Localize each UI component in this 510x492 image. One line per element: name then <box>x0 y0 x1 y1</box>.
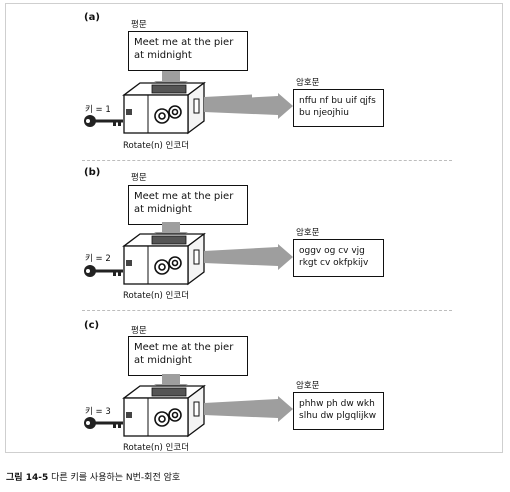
ciphertext-box: oggv og cv vjg rkgt cv okfpkijv <box>293 239 384 277</box>
plaintext-label: 평문 <box>131 326 147 336</box>
plaintext-label: 평문 <box>131 20 147 30</box>
key-label: 키 = 3 <box>85 407 111 417</box>
caption-text: 다른 키를 사용하는 N번-회전 암호 <box>51 473 181 483</box>
figure-frame <box>5 3 503 453</box>
ciphertext-label: 암호문 <box>296 228 320 238</box>
plaintext-box: Meet me at the pier at midnight <box>128 185 248 225</box>
encoder-label: Rotate(n) 인코더 <box>123 141 190 151</box>
plaintext-label: 평문 <box>131 173 147 183</box>
gear-icon <box>154 408 182 427</box>
ciphertext-line: bu njeojhiu <box>299 108 349 118</box>
key-label: 키 = 1 <box>85 105 111 115</box>
key-icon <box>84 417 123 429</box>
ciphertext-line: slhu dw plgqlijkw <box>299 411 377 421</box>
panel-tag: (a) <box>84 12 100 23</box>
rotate-encoder <box>122 374 206 438</box>
encoder-label: Rotate(n) 인코더 <box>123 291 190 301</box>
plaintext-line: at midnight <box>134 50 192 61</box>
gear-icon <box>154 105 182 124</box>
rotate-encoder <box>122 71 252 135</box>
ciphertext-label: 암호문 <box>296 381 320 391</box>
key-icon <box>84 115 123 127</box>
panel-tag: (b) <box>84 167 101 178</box>
panel-tag: (c) <box>84 320 100 331</box>
plaintext-line: at midnight <box>134 204 192 215</box>
panel-divider <box>82 160 452 161</box>
ciphertext-line: rkgt cv okfpkijv <box>299 258 369 268</box>
plaintext-line: at midnight <box>134 355 192 366</box>
ciphertext-line: oggv og cv vjg <box>299 246 365 256</box>
caption-number: 그림 14-5 <box>6 473 49 483</box>
rotate-encoder <box>122 222 206 286</box>
plaintext-box: Meet me at the pier at midnight <box>128 336 248 376</box>
ciphertext-box: phhw ph dw wkh slhu dw plgqlijkw <box>293 392 384 430</box>
encoder-label: Rotate(n) 인코더 <box>123 443 190 453</box>
ciphertext-line: phhw ph dw wkh <box>299 399 375 409</box>
arrow-right-icon <box>204 244 293 270</box>
arrow-right-icon <box>204 93 293 119</box>
plaintext-box: Meet me at the pier at midnight <box>128 31 248 71</box>
ciphertext-label: 암호문 <box>296 78 320 88</box>
plaintext-line: Meet me at the pier <box>134 37 234 48</box>
plaintext-line: Meet me at the pier <box>134 191 234 202</box>
panel-divider <box>82 310 452 311</box>
plaintext-line: Meet me at the pier <box>134 342 234 353</box>
key-icon <box>84 265 123 277</box>
key-label: 키 = 2 <box>85 254 111 264</box>
ciphertext-line: nffu nf bu uif qjfs <box>299 96 376 106</box>
figure-caption: 그림 14-5 다른 키를 사용하는 N번-회전 암호 <box>6 470 180 483</box>
gear-icon <box>154 256 182 275</box>
arrow-right-icon <box>204 396 293 422</box>
ciphertext-box: nffu nf bu uif qjfs bu njeojhiu <box>293 89 384 127</box>
